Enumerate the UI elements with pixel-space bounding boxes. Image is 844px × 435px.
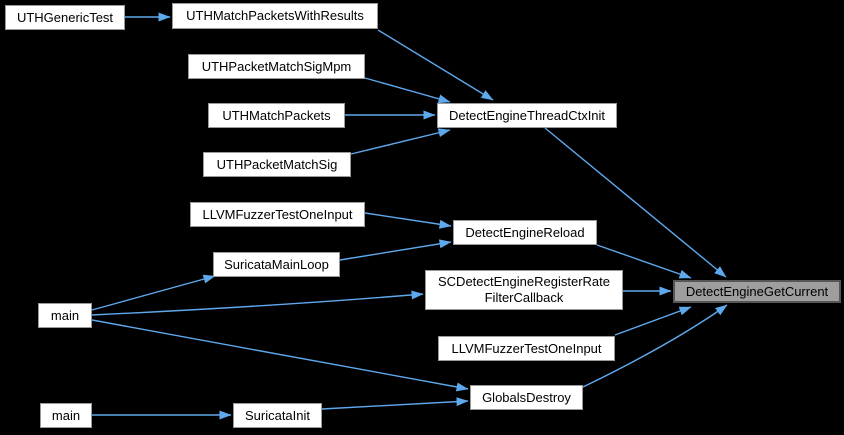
graph-node-label: SuricataMainLoop bbox=[224, 256, 329, 272]
graph-node-main-1[interactable]: main bbox=[38, 303, 92, 328]
graph-node-detect-engine-reload[interactable]: DetectEngineReload bbox=[453, 220, 597, 245]
graph-node-label: DetectEngineThreadCtxInit bbox=[448, 107, 606, 123]
graph-node-label: main bbox=[50, 307, 80, 323]
graph-node-globals-destroy[interactable]: GlobalsDestroy bbox=[470, 385, 583, 410]
graph-node-uth-generic-test[interactable]: UTHGenericTest bbox=[5, 5, 125, 30]
edge-suricata-init-to-globals-destroy bbox=[321, 397, 469, 410]
graph-node-label: UTHMatchPackets bbox=[222, 107, 331, 123]
edge-llvm-fuzzer-test-one-input-2-to-detect-engine-get-current bbox=[614, 306, 692, 336]
graph-node-label: SCDetectEngineRegisterRate FilterCallbac… bbox=[438, 274, 610, 305]
graph-node-label: UTHMatchPacketsWithResults bbox=[186, 8, 364, 24]
graph-node-suricata-main-loop[interactable]: SuricataMainLoop bbox=[213, 252, 340, 277]
graph-node-sc-detect-engine-register-rate-filter-callback[interactable]: SCDetectEngineRegisterRate FilterCallbac… bbox=[425, 270, 623, 310]
graph-node-label: DetectEngineGetCurrent bbox=[685, 283, 829, 299]
graph-node-suricata-init[interactable]: SuricataInit bbox=[233, 403, 322, 428]
edge-detect-engine-thread-ctx-init-to-detect-engine-get-current bbox=[544, 127, 727, 278]
graph-node-uth-match-packets[interactable]: UTHMatchPackets bbox=[208, 103, 345, 128]
edge-uth-packet-match-sig-mpm-to-detect-engine-thread-ctx-init bbox=[364, 77, 451, 104]
edge-main-1-to-sc-detect-engine-register-rate-filter-callback bbox=[91, 290, 424, 316]
edge-detect-engine-reload-to-detect-engine-get-current bbox=[596, 244, 692, 279]
edge-main-1-to-globals-destroy bbox=[91, 319, 469, 392]
graph-node-label: DetectEngineReload bbox=[465, 224, 585, 240]
graph-node-label: UTHPacketMatchSigMpm bbox=[201, 58, 352, 74]
graph-node-label: LLVMFuzzerTestOneInput bbox=[451, 340, 602, 356]
graph-node-label: SuricataInit bbox=[244, 407, 311, 423]
graph-node-detect-engine-thread-ctx-init[interactable]: DetectEngineThreadCtxInit bbox=[437, 103, 617, 128]
graph-node-detect-engine-get-current: DetectEngineGetCurrent bbox=[673, 280, 841, 303]
graph-node-label: UTHPacketMatchSig bbox=[216, 156, 338, 172]
edge-uth-packet-match-sig-to-detect-engine-thread-ctx-init bbox=[350, 128, 451, 155]
edge-globals-destroy-to-detect-engine-get-current bbox=[582, 304, 728, 388]
graph-node-uth-packet-match-sig[interactable]: UTHPacketMatchSig bbox=[203, 152, 351, 177]
graph-node-llvm-fuzzer-test-one-input-2[interactable]: LLVMFuzzerTestOneInput bbox=[438, 336, 615, 361]
graph-node-llvm-fuzzer-test-one-input-1[interactable]: LLVMFuzzerTestOneInput bbox=[190, 202, 365, 227]
graph-node-uth-match-packets-with-results[interactable]: UTHMatchPacketsWithResults bbox=[172, 3, 378, 29]
edge-suricata-main-loop-to-detect-engine-reload bbox=[339, 239, 452, 261]
graph-node-label: main bbox=[51, 407, 81, 423]
edge-main-1-to-suricata-main-loop bbox=[91, 274, 216, 311]
graph-node-label: GlobalsDestroy bbox=[482, 389, 571, 405]
graph-node-label: LLVMFuzzerTestOneInput bbox=[202, 206, 353, 222]
graph-node-label: UTHGenericTest bbox=[16, 9, 114, 25]
graph-node-main-2[interactable]: main bbox=[40, 403, 92, 428]
graph-node-uth-packet-match-sig-mpm[interactable]: UTHPacketMatchSigMpm bbox=[188, 54, 365, 79]
edge-llvm-fuzzer-test-one-input-1-to-detect-engine-reload bbox=[364, 212, 452, 229]
edge-uth-match-packets-with-results-to-detect-engine-thread-ctx-init bbox=[377, 29, 494, 101]
